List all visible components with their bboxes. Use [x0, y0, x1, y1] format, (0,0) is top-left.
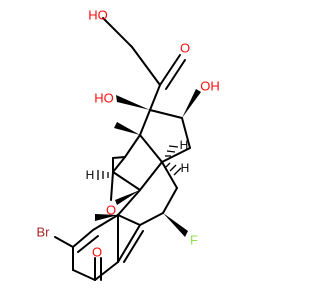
wedge-c16-oh	[182, 89, 201, 118]
atom-h-c11: H	[86, 168, 95, 182]
atom-o-ketone-c3: O	[92, 245, 102, 260]
hash-c8-h	[165, 162, 182, 176]
bond-c6-c5	[139, 212, 164, 226]
bond-c9-c8	[139, 161, 163, 191]
bond-c1-c2-double	[77, 235, 99, 253]
atom-o-hydroxy-c17: HO	[94, 91, 114, 106]
bond-c16-c15	[181, 117, 191, 149]
bond-c10-c1	[92, 214, 119, 231]
bond-c4-c5-double	[123, 230, 144, 263]
bond-c14-c13	[139, 134, 163, 163]
skeletal-formula: HO O HO OH O O F Br H H H	[37, 8, 220, 281]
hash-c14-h	[165, 145, 179, 157]
bond-c15-c14	[161, 147, 191, 163]
bond-c1-c2	[72, 229, 94, 248]
bond-c20-o-b	[165, 59, 186, 90]
bond-c8-c7	[161, 161, 178, 189]
bond-c13-c12	[124, 134, 141, 158]
bond-c3-c4	[72, 269, 96, 281]
bond-c12-c11b	[112, 156, 126, 173]
atom-o-ketone-side: O	[180, 41, 190, 56]
hash-c11-h	[97, 170, 109, 180]
bond-c11-oep	[110, 171, 114, 201]
atom-o-hydroxy-top: HO	[88, 8, 108, 23]
bond-c17-c16	[149, 109, 183, 119]
bond-c10-c9	[117, 189, 141, 216]
bond-c2-br	[54, 236, 74, 248]
wedge-c17-oh	[116, 95, 150, 110]
bond-c7-c6	[162, 187, 178, 214]
wedge-c9-oep	[115, 190, 140, 205]
bond-c11-c9	[112, 171, 141, 191]
bond-c12-c12b	[112, 156, 126, 159]
wedge-c19-methyl	[95, 214, 118, 221]
bond-c5-c10	[117, 214, 141, 226]
wedge-c18-methyl	[114, 122, 140, 135]
atom-h-c14: H	[180, 138, 189, 152]
bond-c20-c21	[131, 46, 161, 86]
wedge-c6-f	[163, 213, 188, 237]
atom-br: Br	[37, 225, 51, 240]
bond-c13-c17	[139, 109, 151, 136]
molecule-structure-diagram: HO O HO OH O O F Br H H H	[37, 8, 220, 281]
bond-c20-o-a	[159, 54, 181, 86]
atom-f: F	[190, 233, 198, 248]
atom-h-c8: H	[181, 161, 190, 175]
atom-o-hydroxy-c16: OH	[200, 79, 220, 94]
bond-c21-o	[102, 17, 133, 48]
bond-c4-c5a	[94, 261, 119, 281]
bond-c17-c20	[149, 84, 161, 111]
bond-c5a-c5	[117, 224, 141, 263]
atom-o-epoxide: O	[106, 203, 116, 218]
